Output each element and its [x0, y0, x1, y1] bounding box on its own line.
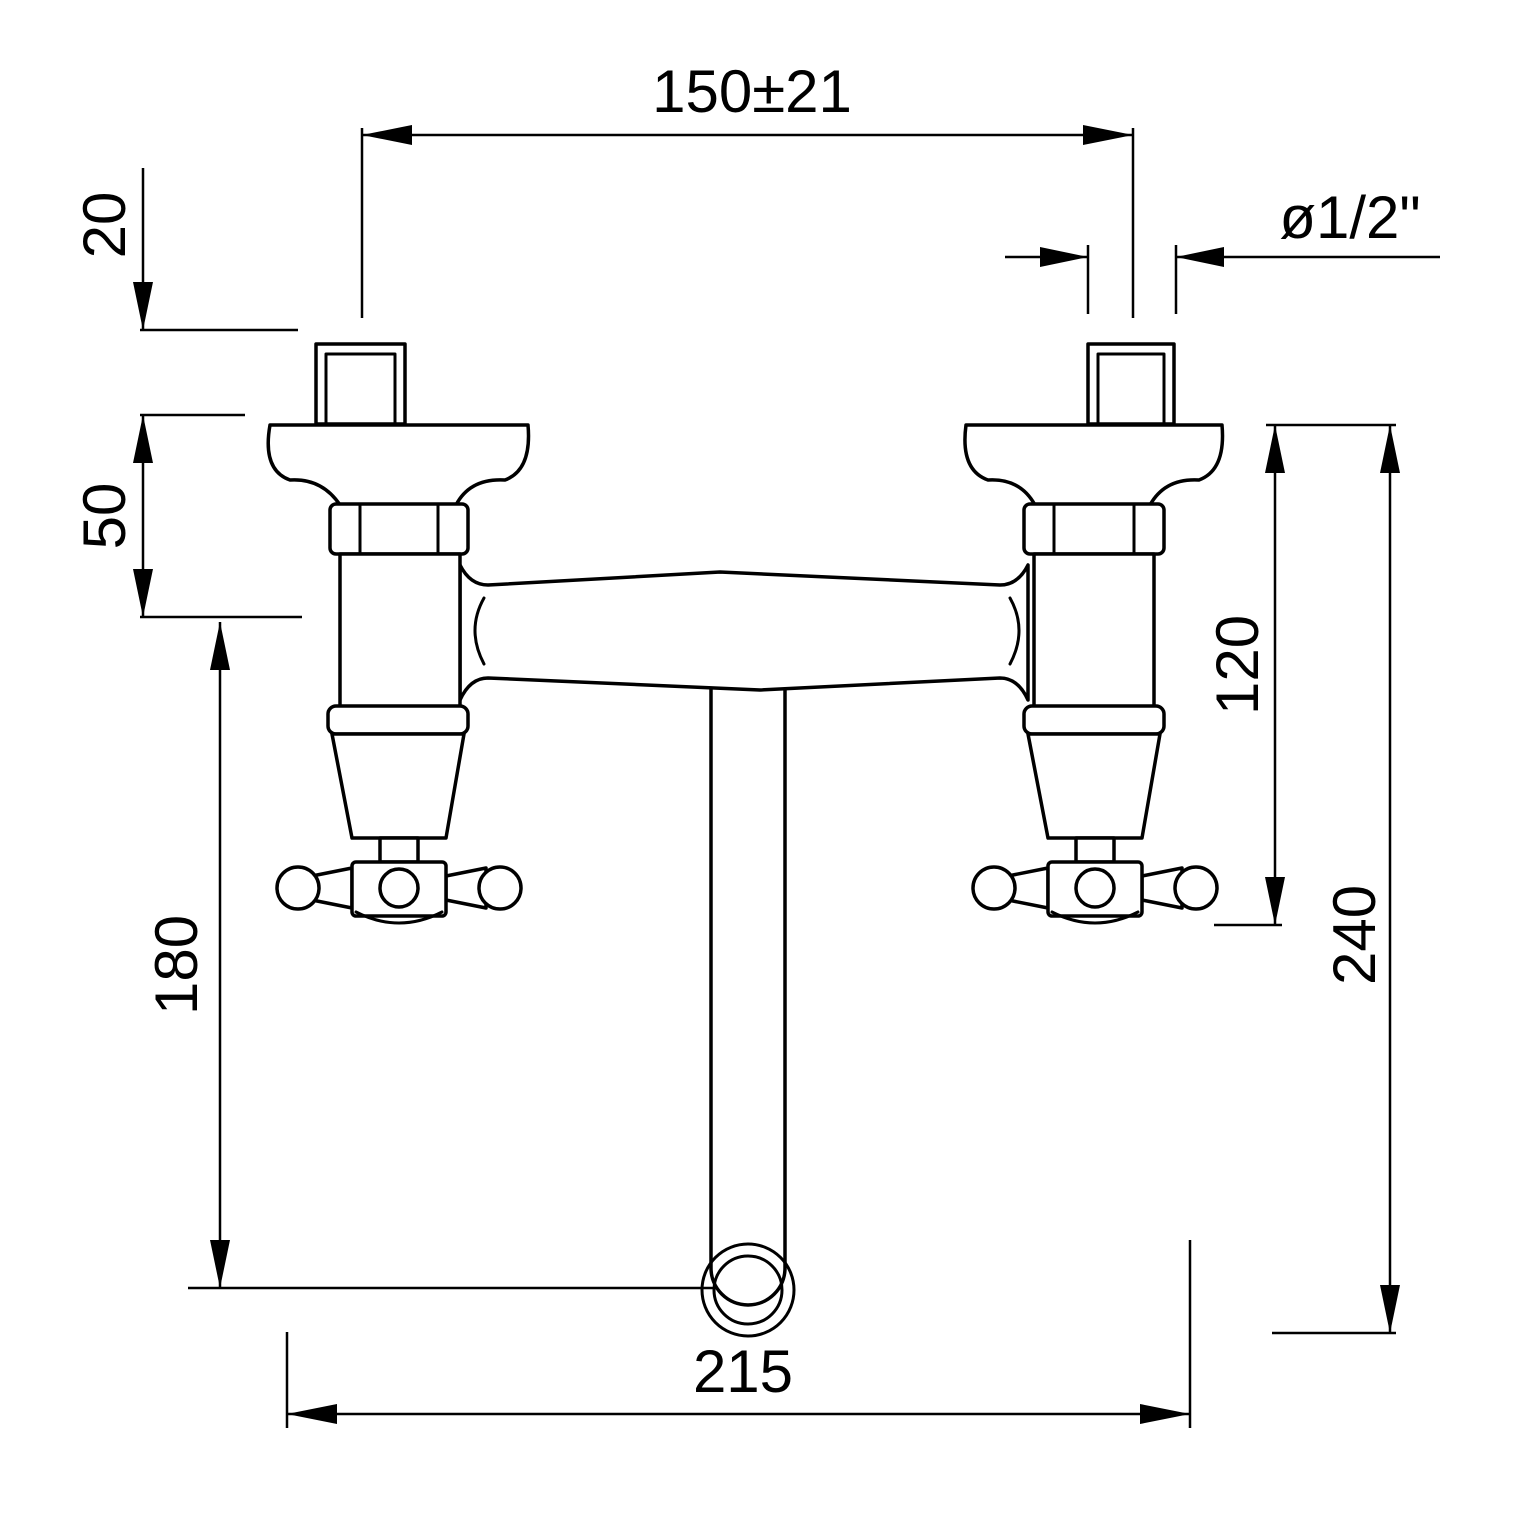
- right-valve-body: [1032, 552, 1156, 711]
- right-cross-handle: [971, 860, 1219, 925]
- label-handle-spacing: 150±21: [652, 58, 852, 125]
- right-valve: [963, 342, 1225, 925]
- dimension-rosette-height: 50: [71, 413, 302, 619]
- cross-body: [458, 563, 1030, 702]
- dimension-valve-height: 120: [1204, 423, 1396, 927]
- left-hex-nut: [328, 502, 470, 556]
- label-valve-height: 120: [1204, 615, 1271, 715]
- left-valve: [266, 342, 531, 925]
- left-cross-handle: [275, 860, 523, 925]
- dimension-overall-height: 240: [1272, 425, 1400, 1335]
- label-rosette-height: 50: [71, 483, 138, 550]
- dimension-spout-projection: 215: [285, 1240, 1192, 1428]
- left-spindle: [378, 836, 420, 864]
- right-bonnet: [1026, 732, 1162, 840]
- label-spout-projection: 215: [693, 1338, 793, 1405]
- right-bonnet-ring: [1022, 704, 1166, 736]
- left-rosette: [266, 423, 531, 507]
- label-connection-size: ø1/2": [1279, 184, 1420, 251]
- dimension-connection-size: ø1/2": [1005, 184, 1440, 314]
- dimension-top-offset: 20: [71, 168, 298, 332]
- right-hex-nut: [1022, 502, 1166, 556]
- right-spindle: [1074, 836, 1116, 864]
- right-inlet-pipe: [1086, 342, 1176, 426]
- spout: [700, 684, 796, 1338]
- left-bonnet-ring: [326, 704, 470, 736]
- label-spout-height: 180: [143, 915, 210, 1015]
- left-valve-body: [338, 552, 462, 711]
- dimension-spout-height: 180: [143, 622, 735, 1290]
- dimension-handle-spacing: 150±21: [360, 58, 1135, 318]
- label-top-offset: 20: [71, 192, 138, 259]
- label-overall-height: 240: [1321, 885, 1388, 985]
- right-rosette: [963, 423, 1225, 507]
- left-inlet-pipe: [314, 342, 407, 426]
- left-bonnet: [330, 732, 466, 840]
